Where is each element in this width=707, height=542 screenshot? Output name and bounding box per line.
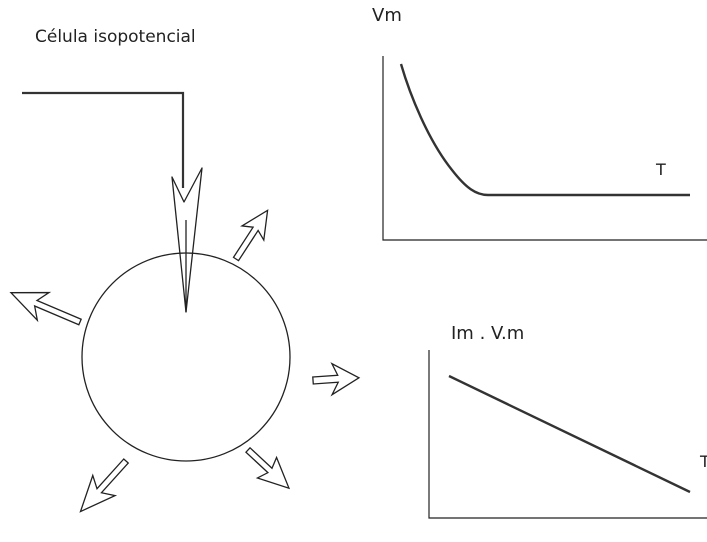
- outflow-arrow-upper-right: [232, 209, 269, 262]
- bottom-graph-line: [448, 374, 691, 494]
- outflow-arrow-right: [312, 362, 361, 397]
- bottom-graph: Im . V.m T: [428, 323, 707, 519]
- top-graph: Vm T: [372, 5, 707, 241]
- top-graph-y-label: Vm: [372, 5, 402, 26]
- outflow-arrow-left: [9, 291, 83, 326]
- electrode-wire: [22, 91, 185, 188]
- diagram-title: Célula isopotencial: [35, 27, 196, 47]
- top-graph-curve: [399, 63, 690, 197]
- bottom-graph-x-label: T: [699, 452, 707, 471]
- outflow-arrow-bottom-right: [245, 446, 291, 490]
- top-graph-axes: [382, 56, 707, 241]
- top-graph-x-label: T: [655, 160, 666, 179]
- electrode-tip: [171, 167, 203, 313]
- bottom-graph-axes: [428, 350, 707, 519]
- bottom-graph-y-label: Im . V.m: [451, 323, 524, 344]
- outflow-arrow-bottom-left: [79, 458, 130, 513]
- outflow-arrows: [9, 209, 361, 513]
